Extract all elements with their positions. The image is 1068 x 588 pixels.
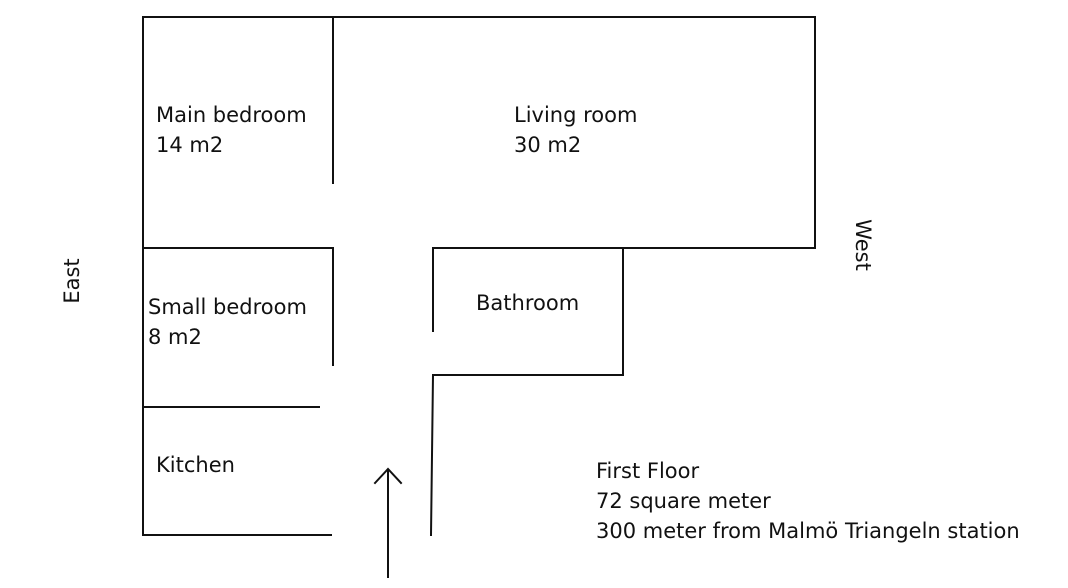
living-room-label: Living room 30 m2 bbox=[514, 100, 637, 160]
west-label: West bbox=[851, 219, 875, 271]
small-bedroom-label: Small bedroom 8 m2 bbox=[148, 292, 307, 352]
kitchen-label: Kitchen bbox=[156, 450, 235, 480]
floor-info-distance: 300 meter from Malmö Triangeln station bbox=[596, 519, 1020, 543]
living-room-name: Living room bbox=[514, 103, 638, 127]
kitchen-name: Kitchen bbox=[156, 453, 235, 477]
wall-corridor-right bbox=[429, 373, 435, 537]
floor-info: First Floor 72 square meter 300 meter fr… bbox=[596, 456, 1020, 546]
main-bedroom-name: Main bedroom bbox=[156, 103, 307, 127]
floor-info-size: 72 square meter bbox=[596, 489, 771, 513]
small-bedroom-area: 8 m2 bbox=[148, 325, 202, 349]
main-bedroom-label: Main bedroom 14 m2 bbox=[156, 100, 307, 160]
small-bedroom-name: Small bedroom bbox=[148, 295, 307, 319]
arrow-up-icon bbox=[373, 467, 403, 578]
bathroom-label: Bathroom bbox=[476, 288, 579, 318]
bathroom-name: Bathroom bbox=[476, 291, 580, 315]
east-label: East bbox=[60, 258, 84, 304]
living-room-area: 30 m2 bbox=[514, 133, 582, 157]
main-bedroom-area: 14 m2 bbox=[156, 133, 224, 157]
floor-info-level: First Floor bbox=[596, 459, 700, 483]
